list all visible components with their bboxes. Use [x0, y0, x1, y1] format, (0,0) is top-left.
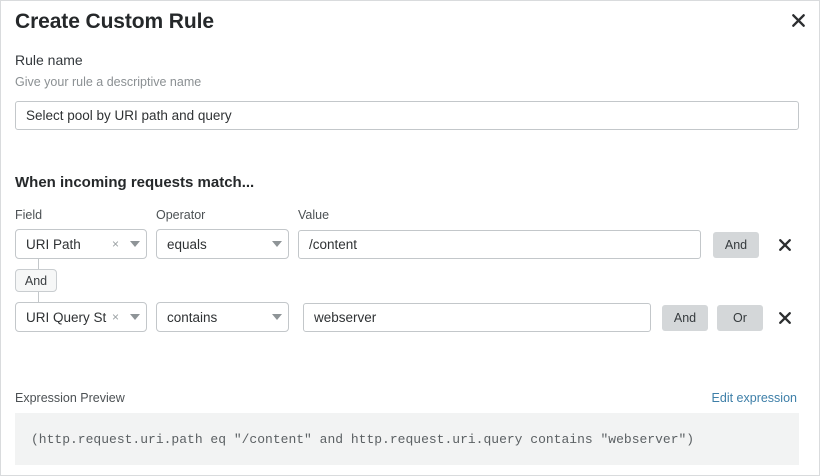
operator-select-value-row-2: contains [167, 309, 218, 325]
close-icon[interactable] [785, 7, 811, 33]
column-header-field: Field [15, 208, 43, 222]
expression-preview-label: Expression Preview [15, 391, 125, 405]
and-button-row-2[interactable]: And [662, 305, 708, 331]
rule-name-input[interactable] [15, 101, 799, 130]
clear-icon-row-1[interactable]: × [111, 237, 119, 251]
expression-preview-code: (http.request.uri.path eq "/content" and… [15, 413, 799, 465]
connector-and-badge[interactable]: And [15, 269, 57, 292]
operator-select-value-row-1: equals [167, 236, 207, 252]
edit-expression-link[interactable]: Edit expression [711, 391, 797, 405]
chevron-down-icon-row-1[interactable] [124, 241, 146, 247]
column-header-value: Value [298, 208, 330, 222]
conditions-heading: When incoming requests match... [15, 174, 255, 191]
delete-condition-row-2-icon[interactable] [774, 307, 796, 329]
connector-line-top [38, 259, 39, 270]
field-select-value-row-1: URI Path [26, 236, 81, 252]
chevron-down-icon-operator-row-1[interactable] [266, 241, 288, 247]
and-button-row-1[interactable]: And [713, 232, 759, 258]
value-input-row-2[interactable] [303, 303, 651, 332]
operator-select-row-2[interactable]: contains [156, 302, 289, 332]
dialog-title: Create Custom Rule [15, 10, 214, 33]
connector-line-bottom [38, 292, 39, 303]
rule-name-label: Rule name [15, 52, 83, 68]
column-header-operator: Operator [156, 208, 206, 222]
chevron-down-icon-row-2[interactable] [124, 314, 146, 320]
clear-icon-row-2[interactable]: × [111, 310, 119, 324]
operator-select-row-1[interactable]: equals [156, 229, 289, 259]
field-select-row-1[interactable]: URI Path × [15, 229, 147, 259]
value-input-row-1[interactable] [298, 230, 701, 259]
chevron-down-icon-operator-row-2[interactable] [266, 314, 288, 320]
rule-name-help-text: Give your rule a descriptive name [15, 75, 202, 89]
field-select-value-row-2: URI Query St... [26, 309, 107, 325]
field-select-row-2[interactable]: URI Query St... × [15, 302, 147, 332]
or-button-row-2[interactable]: Or [717, 305, 763, 331]
delete-condition-row-1-icon[interactable] [774, 234, 796, 256]
